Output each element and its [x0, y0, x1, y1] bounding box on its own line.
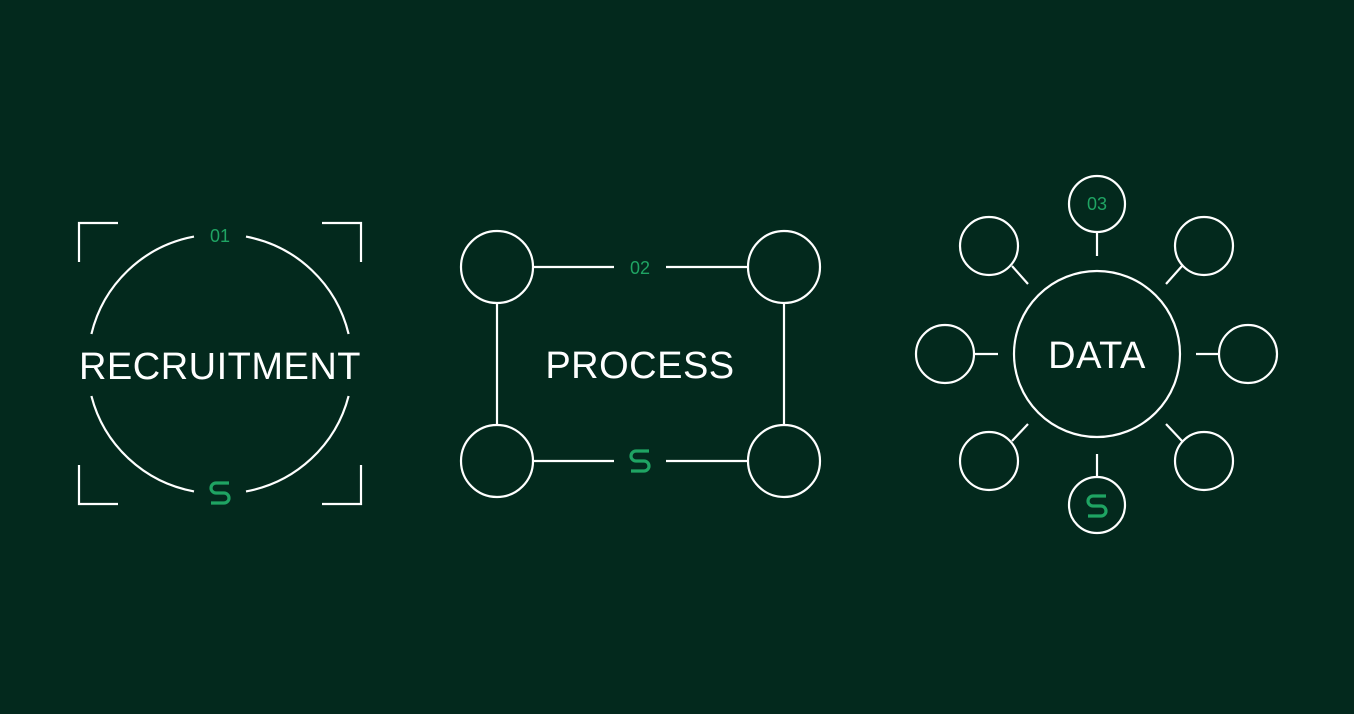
data-node-right [1217, 323, 1279, 385]
s-logo-icon [1086, 494, 1108, 518]
recruitment-group: 01 RECRUITMENT [77, 221, 363, 506]
data-spoke-bottom-left [1011, 423, 1029, 442]
data-node-bottom-left [958, 430, 1020, 492]
data-node-top-right [1173, 215, 1235, 277]
bracket-bottom-left [77, 465, 118, 506]
bracket-top-right [322, 221, 363, 262]
data-node-bottom [1067, 475, 1127, 535]
process-node-top-right [746, 229, 822, 305]
data-hub-circle [1012, 269, 1182, 439]
recruitment-label: RECRUITMENT [79, 346, 361, 388]
data-node-bottom-right [1173, 430, 1235, 492]
process-node-bottom-left [459, 423, 535, 499]
bracket-bottom-right [322, 465, 363, 506]
bracket-top-left [77, 221, 118, 262]
data-group: 03 DATA [914, 174, 1279, 535]
s-logo-icon [209, 481, 231, 505]
data-spoke-top-right [1165, 265, 1183, 285]
data-spoke-bottom-right [1165, 423, 1183, 442]
recruitment-circle-lower-left-arc [90, 395, 195, 493]
data-node-top [1067, 174, 1127, 234]
s-logo-icon [629, 449, 651, 473]
data-node-top-left [958, 215, 1020, 277]
process-node-top-left [459, 229, 535, 305]
recruitment-circle-upper-right-arc [245, 235, 350, 335]
data-number: 03 [1087, 194, 1107, 214]
recruitment-circle-upper-left-arc [90, 235, 195, 335]
process-number: 02 [630, 258, 650, 278]
process-node-bottom-right [746, 423, 822, 499]
recruitment-circle-lower-right-arc [245, 395, 350, 493]
data-label: DATA [1048, 335, 1146, 377]
process-label: PROCESS [545, 345, 734, 387]
process-group: 02 PROCESS [459, 229, 822, 499]
data-node-left [914, 323, 976, 385]
recruitment-number: 01 [210, 226, 230, 246]
data-spoke-top-left [1011, 265, 1029, 285]
